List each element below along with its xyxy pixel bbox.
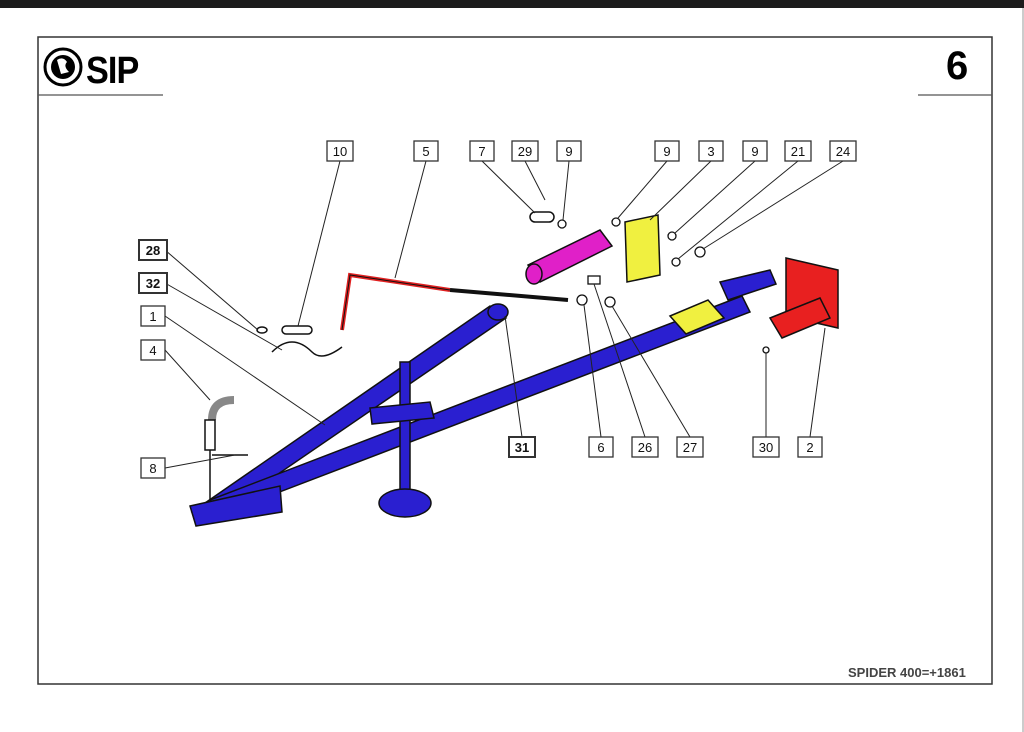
callout-8: 8 bbox=[140, 457, 166, 479]
model-label: SPIDER 400=+1861 bbox=[848, 665, 966, 680]
svg-text:9: 9 bbox=[751, 144, 758, 159]
brake-rod bbox=[340, 272, 569, 331]
svg-text:7: 7 bbox=[478, 144, 485, 159]
callout-29: 29 bbox=[511, 140, 539, 162]
svg-text:27: 27 bbox=[683, 440, 697, 455]
callout-21: 21 bbox=[784, 140, 812, 162]
callout-31: 31 bbox=[508, 436, 536, 458]
callout-4: 4 bbox=[140, 339, 166, 361]
mounting-bracket bbox=[768, 257, 839, 339]
svg-text:30: 30 bbox=[759, 440, 773, 455]
svg-text:24: 24 bbox=[836, 144, 850, 159]
svg-text:26: 26 bbox=[638, 440, 652, 455]
callout-9: 9 bbox=[742, 140, 768, 162]
callout-7: 7 bbox=[469, 140, 495, 162]
callout-1: 1 bbox=[140, 305, 166, 327]
page-number: 6 bbox=[946, 44, 969, 88]
svg-text:5: 5 bbox=[422, 144, 429, 159]
svg-text:28: 28 bbox=[146, 243, 160, 258]
callout-30: 30 bbox=[752, 436, 780, 458]
svg-text:3: 3 bbox=[707, 144, 714, 159]
callout-24: 24 bbox=[829, 140, 857, 162]
page-edge bbox=[1022, 8, 1024, 732]
svg-text:9: 9 bbox=[565, 144, 572, 159]
callout-2: 2 bbox=[797, 436, 823, 458]
callout-27: 27 bbox=[676, 436, 704, 458]
brand-logo-text: SIP bbox=[86, 50, 139, 92]
leader-lines bbox=[164, 160, 844, 469]
svg-text:10: 10 bbox=[333, 144, 347, 159]
callout-32: 32 bbox=[138, 272, 168, 294]
top-bar bbox=[0, 0, 1024, 8]
fasteners bbox=[557, 217, 770, 354]
callout-10: 10 bbox=[326, 140, 354, 162]
page-frame bbox=[37, 36, 993, 685]
callout-28: 28 bbox=[138, 239, 168, 261]
drawbar-frame bbox=[189, 269, 778, 527]
svg-text:32: 32 bbox=[146, 276, 160, 291]
callout-3: 3 bbox=[698, 140, 724, 162]
sip-logo-icon bbox=[43, 47, 83, 87]
callout-26: 26 bbox=[631, 436, 659, 458]
parking-stand bbox=[369, 361, 435, 518]
callout-5: 5 bbox=[413, 140, 439, 162]
coupling-tube bbox=[525, 211, 614, 285]
svg-text:6: 6 bbox=[597, 440, 604, 455]
svg-text:31: 31 bbox=[515, 440, 529, 455]
callout-6: 6 bbox=[588, 436, 614, 458]
svg-text:8: 8 bbox=[149, 461, 156, 476]
svg-text:2: 2 bbox=[806, 440, 813, 455]
pin-and-clips bbox=[204, 325, 343, 500]
svg-text:21: 21 bbox=[791, 144, 805, 159]
callout-9: 9 bbox=[654, 140, 680, 162]
svg-text:1: 1 bbox=[149, 309, 156, 324]
svg-text:29: 29 bbox=[518, 144, 532, 159]
callout-9: 9 bbox=[556, 140, 582, 162]
svg-text:9: 9 bbox=[663, 144, 670, 159]
svg-text:4: 4 bbox=[149, 343, 156, 358]
brake-plate bbox=[624, 214, 726, 335]
